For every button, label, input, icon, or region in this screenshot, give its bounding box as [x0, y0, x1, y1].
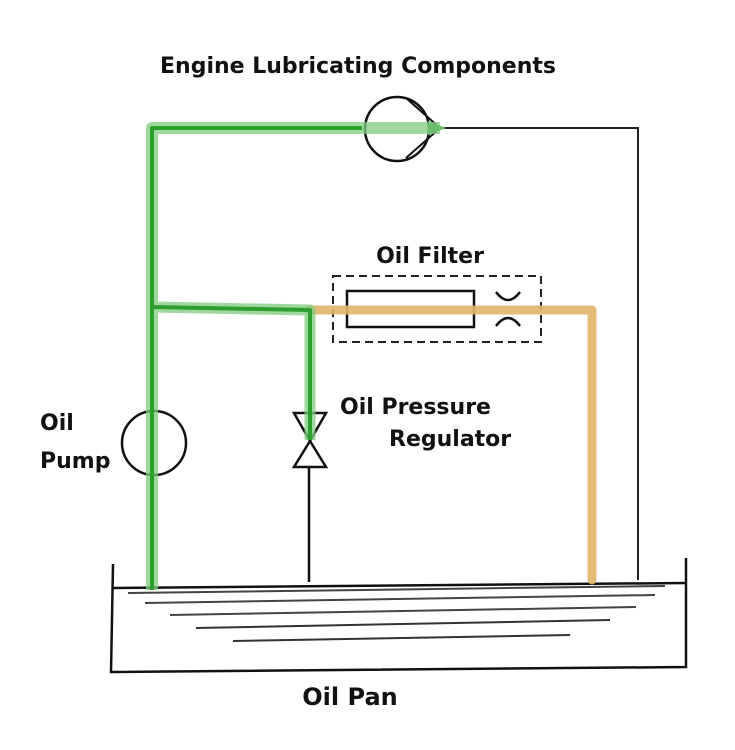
oil-wave-line [127, 585, 666, 594]
engine-return-line [440, 127, 639, 580]
main-gallery-line [150, 126, 362, 590]
oil-pressure-regulator-label-line2: Regulator [389, 427, 511, 452]
engine-components-label: Engine Lubricating Components [160, 54, 556, 79]
oil-pressure-regulator-label-line1: Oil Pressure [340, 395, 491, 420]
oil-filter-label: Oil Filter [376, 244, 484, 269]
oil-pump-label-line2: Pump [40, 449, 110, 474]
filtered-oil-line [305, 305, 597, 585]
filter-bypass-icon [495, 291, 521, 327]
oil-wave-line [144, 594, 656, 604]
regulator-valve-bottom-icon [291, 438, 329, 469]
oil-wave-line [195, 619, 611, 629]
oil-wave-line [232, 634, 571, 642]
main-gallery-halo [146, 122, 440, 590]
pressurized-oil-halo [146, 122, 440, 590]
branch-line [151, 305, 312, 440]
oil-pan [109, 558, 688, 674]
pressurized-oil-line [150, 121, 446, 590]
oil-pump-label-line1: Oil [40, 411, 74, 436]
oil-pan-outline [109, 558, 688, 674]
engine-inlet-arrow-icon [428, 121, 446, 135]
oil-pan-label: Oil Pan [302, 683, 397, 711]
oil-wave-line [169, 606, 637, 616]
